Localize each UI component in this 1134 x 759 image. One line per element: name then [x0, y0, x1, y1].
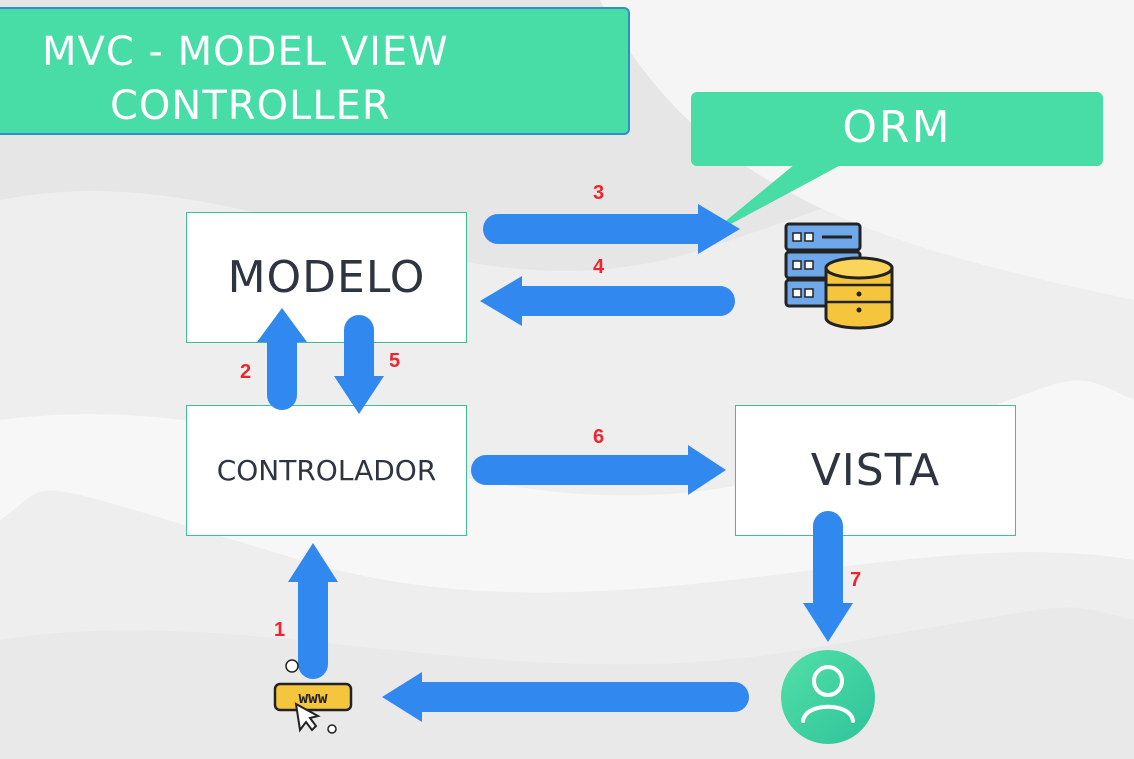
step-number-6: 6 [593, 426, 605, 448]
vista-label: VISTA [810, 445, 941, 496]
svg-text:www: www [299, 688, 328, 707]
arrow-step-5 [334, 315, 384, 414]
vista-box: VISTA [735, 405, 1016, 536]
arrow-step-2 [257, 308, 307, 410]
modelo-box: MODELO [186, 212, 467, 343]
arrow-step-4 [480, 276, 735, 326]
title-banner: MVC - MODEL VIEW CONTROLLER [0, 7, 630, 135]
step-number-5: 5 [389, 350, 401, 372]
step-number-3: 3 [593, 182, 605, 204]
step-number-1: 1 [274, 619, 286, 641]
arrow-user-to-browser [382, 672, 749, 722]
controlador-label: CONTROLADOR [216, 454, 437, 487]
arrow-step-1 [288, 543, 338, 679]
step-number-7: 7 [850, 569, 862, 591]
orm-label: ORM [842, 102, 952, 153]
www-click-icon: www [273, 659, 353, 734]
arrow-step-3 [483, 204, 740, 254]
database-server-icon [784, 222, 894, 330]
arrow-step-6 [471, 445, 726, 495]
user-icon [781, 650, 875, 744]
orm-callout-tail [705, 160, 850, 238]
title-line-2: CONTROLLER [110, 83, 391, 129]
step-number-4: 4 [593, 256, 605, 278]
step-number-2: 2 [240, 361, 252, 383]
orm-callout: ORM [691, 92, 1103, 166]
modelo-label: MODELO [227, 252, 426, 303]
arrow-step-7 [803, 511, 853, 642]
controlador-box: CONTROLADOR [186, 405, 467, 536]
title-line-1: MVC - MODEL VIEW [42, 29, 449, 75]
